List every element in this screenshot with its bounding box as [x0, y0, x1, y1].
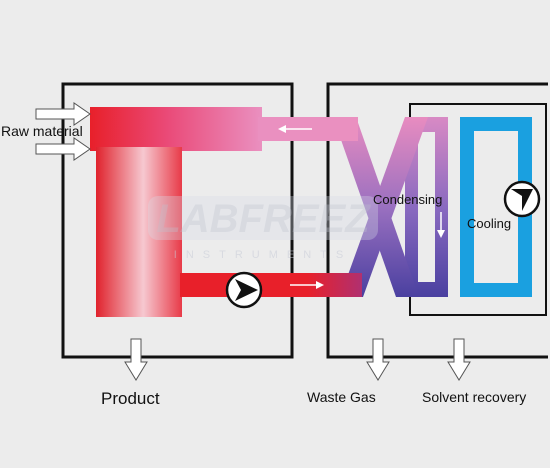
raw-material-inlet-arrow-bottom — [35, 137, 91, 161]
brand-watermark: LABFREEZ INSTRUMENTS — [148, 196, 378, 261]
product-label: Product — [101, 389, 160, 408]
condenser-loop — [405, 117, 448, 297]
raw-material-inlet-arrow-top — [35, 102, 91, 126]
solvent-recovery-outlet-arrow — [447, 338, 471, 381]
product-outlet-arrow — [124, 338, 148, 381]
flow-arrow-down — [437, 212, 445, 238]
raw-material-label: Raw material — [1, 123, 83, 139]
crossover-pipe-up — [340, 117, 428, 297]
recovery-chamber-frame — [326, 82, 548, 359]
flow-arrow-right — [290, 281, 324, 289]
waste-gas-label: Waste Gas — [307, 389, 376, 405]
cooling-pump-icon — [503, 180, 541, 218]
flow-arrow-left — [278, 125, 312, 133]
cooling-loop — [460, 117, 532, 297]
dryer-chamber-frame — [61, 82, 294, 359]
cooling-label: Cooling — [467, 216, 511, 231]
watermark-brand: LABFREEZ — [156, 197, 371, 241]
waste-gas-outlet-arrow — [366, 338, 390, 381]
solvent-recovery-label: Solvent recovery — [422, 389, 526, 405]
bottom-transfer-pipe — [180, 273, 362, 297]
pump-icon — [225, 271, 263, 309]
drying-column — [96, 147, 182, 317]
top-supply-pipe — [90, 107, 262, 151]
condensing-label: Condensing — [373, 192, 442, 207]
watermark-sub: INSTRUMENTS — [174, 249, 352, 261]
